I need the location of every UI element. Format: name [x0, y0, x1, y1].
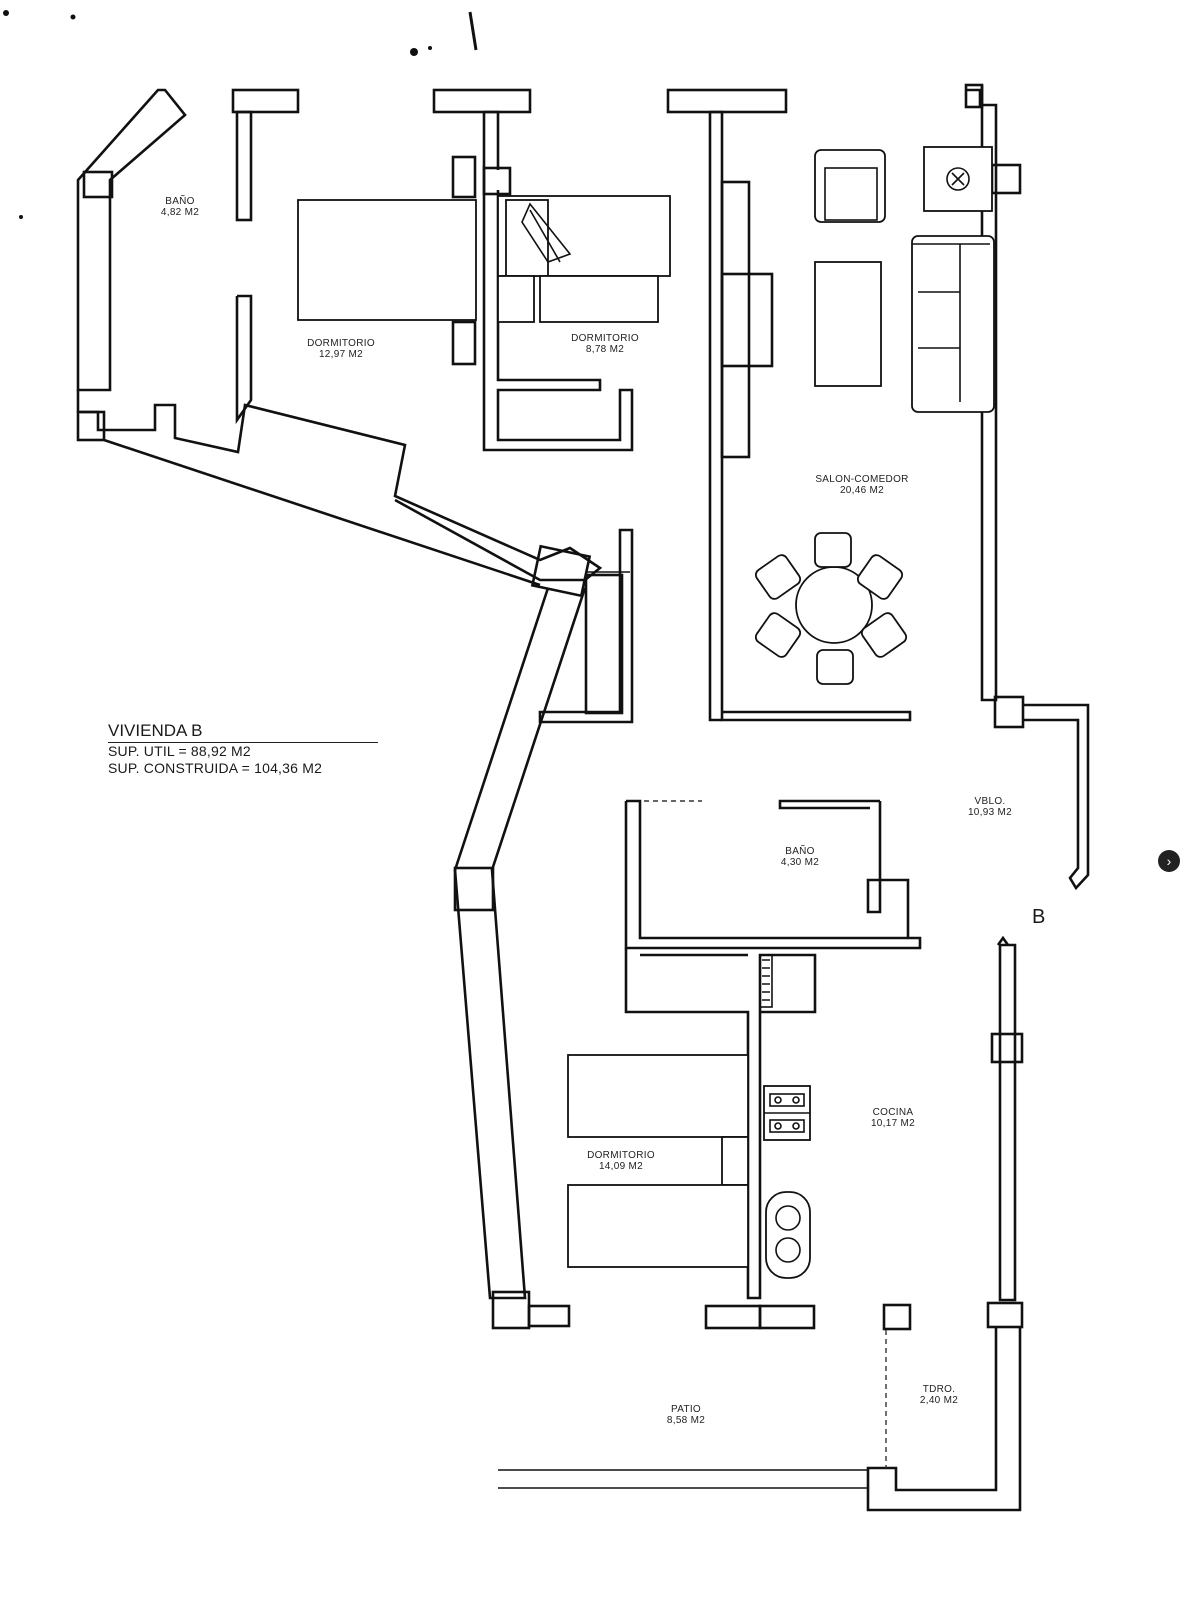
room-area: 8,78 M2 [585, 344, 625, 355]
room-label-bano-1: BAÑO 4,82 M2 [150, 196, 210, 218]
room-name: DORMITORIO [307, 338, 375, 349]
room-label-cocina: COCINA 10,17 M2 [858, 1107, 928, 1129]
room-label-dormitorio-2: DORMITORIO 8,78 M2 [560, 333, 650, 355]
unit-summary: VIVIENDA B SUP. UTIL = 88,92 M2 SUP. CON… [108, 722, 388, 777]
sofa-icon [911, 235, 995, 413]
next-arrow-icon[interactable]: › [1158, 850, 1180, 872]
room-area: 8,58 M2 [666, 1415, 706, 1426]
sink-icon [765, 1191, 811, 1279]
interior-walls [235, 110, 922, 1489]
room-area: 4,30 M2 [780, 857, 820, 868]
room-name: TDRO. [922, 1384, 956, 1395]
unit-letter: B [1032, 906, 1046, 928]
room-label-salon-comedor: SALON-COMEDOR 20,46 M2 [802, 474, 922, 496]
room-area: 4,82 M2 [160, 207, 200, 218]
room-area: 12,97 M2 [318, 349, 364, 360]
single-bed-icon [567, 1054, 749, 1138]
room-area: 2,40 M2 [919, 1395, 959, 1406]
room-label-patio: PATIO 8,58 M2 [656, 1404, 716, 1426]
kitchen-counter-icon [759, 954, 811, 1279]
usable-area: SUP. UTIL = 88,92 M2 [108, 743, 251, 759]
room-area: 10,93 M2 [967, 807, 1013, 818]
room-area: 20,46 M2 [839, 485, 885, 496]
furniture [297, 146, 995, 1279]
room-name: BAÑO [785, 846, 815, 857]
dining-table-icon [754, 532, 908, 685]
room-name: PATIO [670, 1404, 702, 1415]
scan-specks [3, 10, 478, 219]
double-bed-icon [297, 199, 477, 321]
room-area: 14,09 M2 [598, 1161, 644, 1172]
room-name: DORMITORIO [571, 333, 639, 344]
room-name: SALON-COMEDOR [815, 474, 909, 485]
room-label-dormitorio-1: DORMITORIO 12,97 M2 [296, 338, 386, 360]
room-area: 10,17 M2 [870, 1118, 916, 1129]
room-name: BAÑO [165, 196, 195, 207]
room-name: COCINA [872, 1107, 914, 1118]
room-label-vestibulo: VBLO. 10,93 M2 [955, 796, 1025, 818]
built-area: SUP. CONSTRUIDA = 104,36 M2 [108, 760, 323, 776]
room-label-dormitorio-3: DORMITORIO 14,09 M2 [576, 1150, 666, 1172]
single-bed-icon [567, 1184, 749, 1268]
unit-title: VIVIENDA B [108, 722, 378, 743]
room-label-bano-2: BAÑO 4,30 M2 [770, 846, 830, 868]
room-name: VBLO. [974, 796, 1006, 807]
room-name: DORMITORIO [587, 1150, 655, 1161]
room-label-tendedero: TDRO. 2,40 M2 [904, 1384, 974, 1406]
exterior-walls [76, 83, 1090, 1512]
coffee-table-icon [814, 261, 882, 387]
